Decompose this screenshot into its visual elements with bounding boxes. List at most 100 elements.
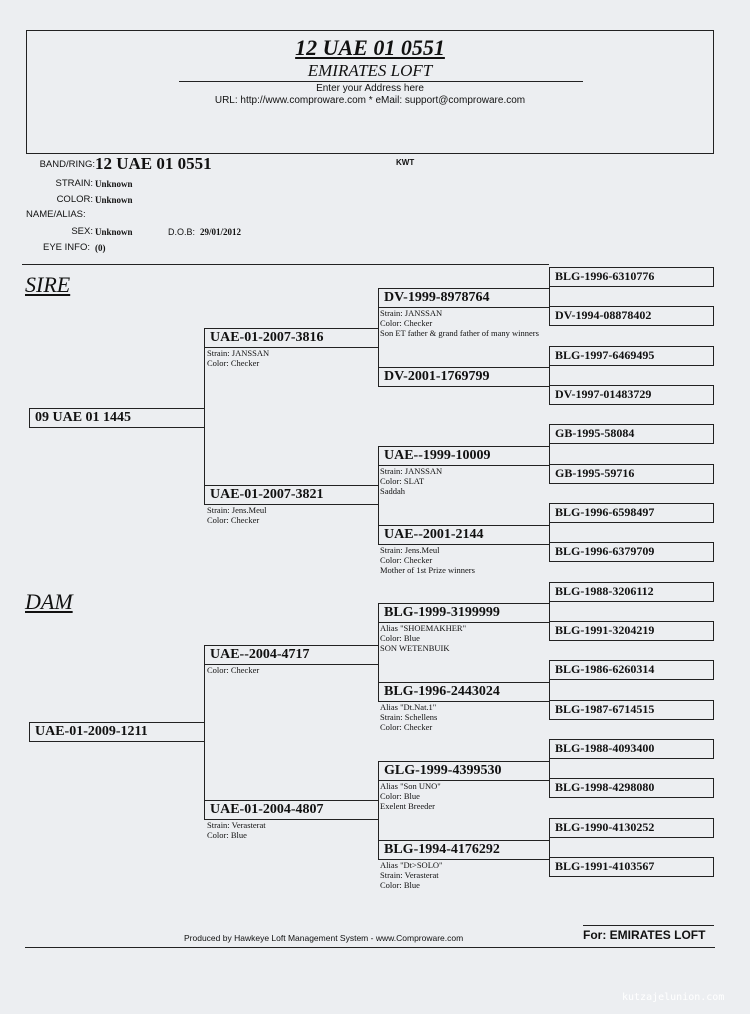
bird-note: Color: Checker (380, 318, 433, 328)
ancestor-gen4[interactable]: BLG-1988-4093400 (549, 738, 714, 759)
bird-note: Strain: Verasterat (380, 870, 439, 881)
header-divider (179, 81, 583, 82)
dam-heading: DAM (25, 589, 73, 614)
ancestor-gen4[interactable]: BLG-1996-6379709 (549, 542, 714, 563)
dob-value: 29/01/2012 (200, 227, 242, 237)
bird-note: Strain: Verasterat (207, 820, 266, 830)
ancestor-gen4[interactable]: BLG-1997-6469495 (549, 345, 714, 366)
ancestor-gen4[interactable]: BLG-1991-4103567 (549, 856, 714, 877)
bird-note: Alias "Son UNO" (380, 781, 441, 792)
strain-value: Unknown (95, 179, 133, 189)
eye-label: EYE INFO: (43, 242, 90, 253)
sex-value: Unknown (95, 227, 133, 237)
ancestor-gen4[interactable]: BLG-1986-6260314 (549, 660, 714, 681)
eye-value: (0) (95, 243, 106, 253)
ancestor-gen4[interactable]: BLG-1990-4130252 (549, 817, 714, 838)
bird-note: Color: Checker (207, 358, 260, 368)
contact-info: URL: http://www.comproware.com * eMail: … (214, 95, 526, 106)
bird-note: Color: Checker (380, 554, 433, 565)
ancestor-gen4[interactable]: BLG-1987-6714515 (549, 699, 714, 720)
page-title: 12 UAE 01 0551 (295, 35, 445, 60)
bird-note: Color: Blue (380, 880, 420, 891)
connector-line (549, 591, 550, 631)
connector-line (549, 670, 550, 710)
dob-label: D.O.B: (168, 227, 196, 237)
connector-line (378, 455, 379, 535)
connector-line (549, 434, 550, 474)
connector-line (204, 338, 205, 495)
watermark: kutzajelunion.com (622, 992, 725, 1003)
connector-line (549, 748, 550, 789)
address: Enter your Address here (316, 83, 424, 94)
bird-note: Color: Checker (207, 515, 260, 525)
header-box: 12 UAE 01 0551 EMIRATES LOFT Enter your … (26, 30, 714, 154)
color-label: COLOR: (56, 194, 93, 205)
ancestor-gen2[interactable]: UAE--2004-4717 (204, 645, 379, 665)
bird-note: Strain: JANSSAN (380, 465, 443, 476)
bird-note: SON WETENBUIK (380, 643, 450, 654)
ancestor-gen4[interactable]: DV-1994-08878402 (549, 306, 714, 327)
bird-note: Strain: Jens.Meul (207, 505, 267, 515)
connector-line (549, 277, 550, 317)
ancestor-gen3[interactable]: BLG-1996-2443024 (378, 682, 550, 703)
ancestor-gen2[interactable]: UAE-01-2004-4807 (204, 800, 379, 820)
ancestor-gen4[interactable]: BLG-1991-3204219 (549, 620, 714, 641)
connector-line (204, 655, 205, 810)
bird-note: Exelent Breeder (380, 801, 435, 812)
connector-line (378, 298, 379, 377)
ancestor-gen3[interactable]: DV-2001-1769799 (378, 366, 550, 387)
bird-note: Color: Blue (207, 830, 247, 840)
bird-note: Color: SLAT (380, 475, 425, 486)
strain-label: STRAIN: (55, 178, 93, 189)
bird-note: Alias "Dt.Nat.1" (380, 702, 437, 713)
ancestor-gen2[interactable]: UAE-01-2007-3821 (204, 485, 379, 505)
bird-note: Alias "SHOEMAKHER" (380, 623, 467, 634)
bird-note: Mother of 1st Prize winners (380, 564, 475, 575)
footer-rule (25, 947, 715, 948)
for-rule (583, 925, 714, 926)
ancestor-gen4[interactable]: DV-1997-01483729 (549, 384, 714, 405)
loft-name: EMIRATES LOFT (307, 61, 433, 80)
connector-line (378, 771, 379, 851)
ancestor-gen3[interactable]: UAE--1999-10009 (378, 445, 550, 466)
ancestor-gen4[interactable]: BLG-1996-6310776 (549, 267, 714, 287)
bird-note: Strain: Schellens (380, 712, 438, 723)
ancestor-gen3[interactable]: UAE--2001-2144 (378, 524, 550, 545)
sire-box[interactable]: 09 UAE 01 1445 (29, 408, 205, 428)
ancestor-gen4[interactable]: BLG-1998-4298080 (549, 778, 714, 799)
bird-note: Strain: Jens.Meul (380, 544, 440, 555)
bird-note: Alias "Dt>SOLO" (380, 860, 443, 871)
ancestor-gen3[interactable]: BLG-1999-3199999 (378, 603, 550, 624)
ancestor-gen4[interactable]: GB-1995-59716 (549, 463, 714, 484)
name-label: NAME/ALIAS: (26, 209, 86, 220)
for-loft: For: EMIRATES LOFT (583, 928, 706, 942)
connector-line (549, 827, 550, 867)
connector-line (549, 355, 550, 395)
ancestor-gen3[interactable]: BLG-1994-4176292 (378, 840, 550, 861)
bird-note: Saddah (380, 485, 406, 496)
bird-note: Strain: JANSSAN (380, 308, 443, 318)
ancestor-gen4[interactable]: BLG-1996-6598497 (549, 502, 714, 523)
dam-box[interactable]: UAE-01-2009-1211 (29, 722, 205, 742)
country: KWT (396, 158, 415, 167)
color-value: Unknown (95, 195, 133, 205)
ancestor-gen4[interactable]: GB-1995-58084 (549, 424, 714, 445)
band-value: 12 UAE 01 0551 (95, 154, 212, 173)
band-label: BAND/RING: (39, 159, 95, 170)
connector-line (549, 512, 550, 553)
bird-note: Color: Blue (380, 791, 420, 802)
sire-heading: SIRE (25, 272, 71, 297)
bird-note: Color: Blue (380, 633, 420, 644)
bird-note: Color: Checker (380, 722, 433, 733)
ancestor-gen4[interactable]: BLG-1988-3206112 (549, 581, 714, 602)
ancestor-gen2[interactable]: UAE-01-2007-3816 (204, 328, 379, 348)
ancestor-gen3[interactable]: GLG-1999-4399530 (378, 761, 550, 782)
bird-note: Son ET father & grand father of many win… (380, 328, 539, 338)
sex-label: SEX: (71, 226, 93, 237)
bird-note: Strain: JANSSAN (207, 348, 270, 358)
ancestor-gen3[interactable]: DV-1999-8978764 (378, 288, 550, 308)
pedigree-top-rule (22, 264, 549, 265)
produced-by: Produced by Hawkeye Loft Management Syst… (184, 933, 464, 943)
connector-line (378, 613, 379, 693)
bird-note: Color: Checker (207, 665, 260, 675)
